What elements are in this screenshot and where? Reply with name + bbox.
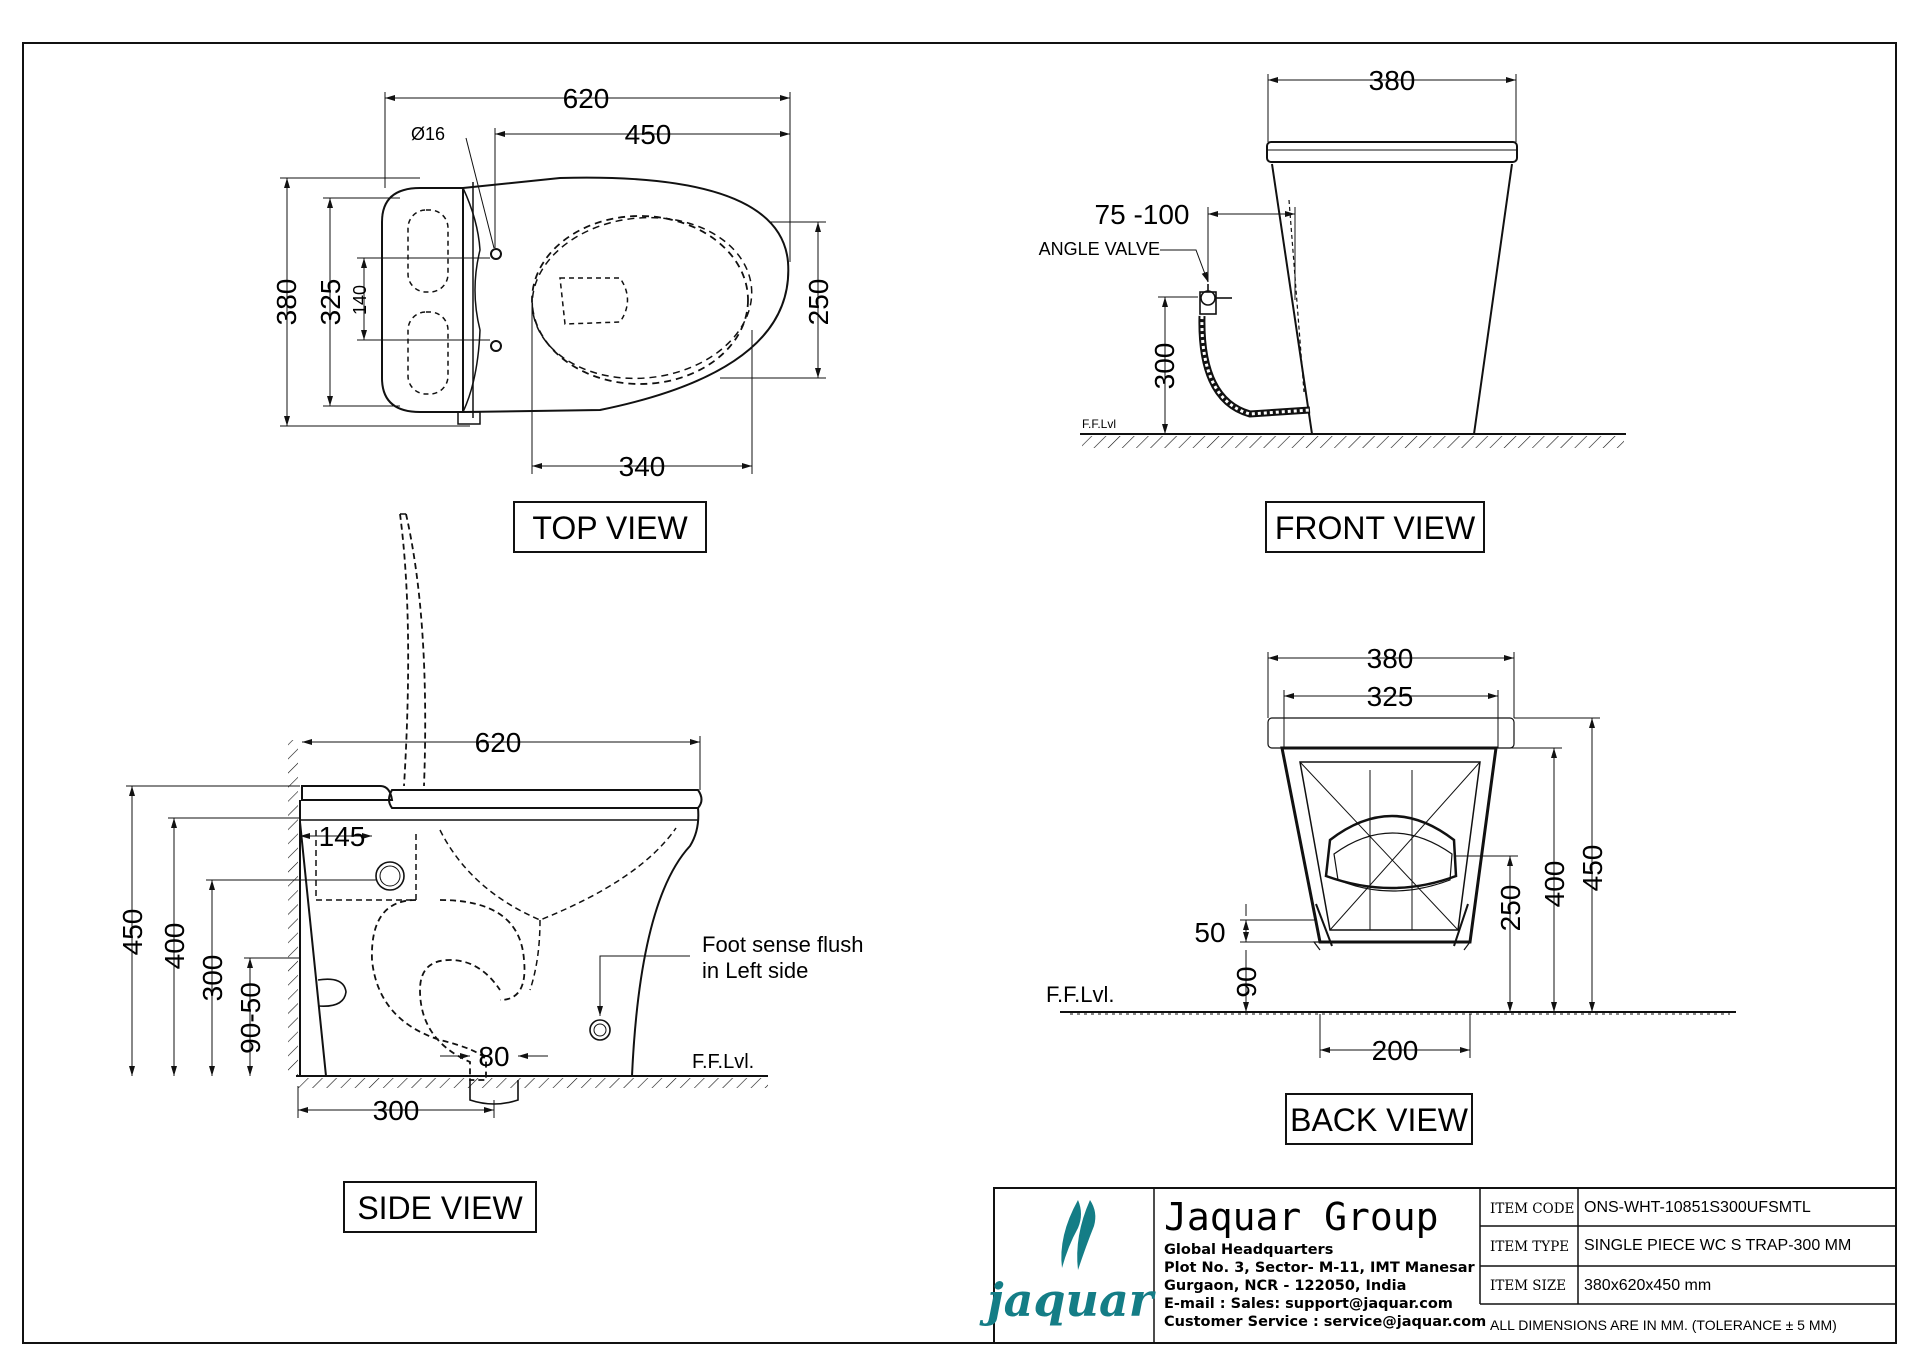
item-code-value: ONS-WHT-10851S300UFSMTL: [1584, 1199, 1811, 1216]
front-view-dimension-labels: 380 75 -100 300 ANGLE VALVE F.F.Lvl: [1039, 65, 1416, 431]
dim-back-base: 200: [1372, 1035, 1419, 1066]
top-view-label: TOP VIEW: [532, 510, 688, 546]
front-view: [1080, 74, 1626, 448]
dim-valve-height: 300: [1149, 343, 1180, 390]
side-view-label-box: SIDE VIEW: [343, 1181, 537, 1233]
sensor-callout-line2: in Left side: [702, 958, 808, 983]
dim-back-h-total: 450: [1577, 845, 1608, 892]
top-view-outline: [381, 187, 464, 413]
dim-side-trap: 300: [373, 1095, 420, 1126]
dim-hole-dia: Ø16: [411, 124, 445, 144]
dim-overall-width: 380: [271, 279, 302, 326]
address-line-1: Global Headquarters: [1164, 1242, 1333, 1258]
front-view-label-box: FRONT VIEW: [1265, 501, 1485, 553]
logo-drop-mark: [1061, 1200, 1081, 1268]
address-line-4: E-mail : Sales: support@jaquar.com: [1164, 1296, 1453, 1312]
top-view: [280, 92, 826, 474]
logo-wordmark: jaquar: [979, 1273, 1157, 1327]
side-floor-label: F.F.Lvl.: [692, 1051, 754, 1073]
top-view-bowl-outline: [462, 176, 790, 413]
dim-side-inlet: 145: [319, 821, 366, 852]
address-line-5: Customer Service : service@jaquar.com: [1164, 1314, 1486, 1330]
back-floor-label: F.F.Lvl.: [1046, 982, 1114, 1007]
dim-valve-offset: 75 -100: [1095, 199, 1190, 230]
side-view-label: SIDE VIEW: [357, 1190, 523, 1226]
dim-side-h-rim: 400: [159, 923, 190, 970]
dim-side-h-total: 450: [117, 909, 148, 956]
dim-back-h-outlet: 250: [1495, 885, 1526, 932]
dim-side-h-mid: 300: [197, 955, 228, 1002]
back-view-label: BACK VIEW: [1290, 1102, 1469, 1138]
dim-side-outlet: 80: [478, 1041, 509, 1072]
back-view-dimension-labels: 380 325 450 400 250 50 90 200 F.F.Lvl.: [1046, 643, 1608, 1066]
dim-overall-length: 620: [563, 83, 610, 114]
item-type-value: SINGLE PIECE WC S TRAP-300 MM: [1584, 1237, 1851, 1254]
side-view-raised-lid: [399, 513, 427, 787]
dim-bowl-length: 340: [619, 451, 666, 482]
item-code-key: ITEM CODE: [1490, 1201, 1574, 1217]
address-line-2: Plot No. 3, Sector- M-11, IMT Manesar: [1164, 1260, 1476, 1276]
sheet-border: [22, 42, 1897, 1344]
front-floor-label: F.F.Lvl: [1082, 417, 1116, 431]
sensor-callout-line1: Foot sense flush: [702, 932, 863, 957]
address-line-3: Gurgaon, NCR - 122050, India: [1164, 1278, 1406, 1294]
back-view-label-box: BACK VIEW: [1285, 1093, 1473, 1145]
dim-back-width-inner: 325: [1367, 681, 1414, 712]
dim-side-h-low: 90-50: [235, 982, 266, 1054]
back-view: [1060, 652, 1736, 1058]
item-size-key: ITEM SIZE: [1490, 1278, 1566, 1294]
tolerance-note: ALL DIMENSIONS ARE IN MM. (TOLERANCE ± 5…: [1490, 1317, 1837, 1333]
side-view: [126, 513, 768, 1118]
item-type-key: ITEM TYPE: [1490, 1239, 1569, 1255]
side-view-dimension-labels: 620 450 400 300 90-50 145 80 300 Foot se…: [117, 727, 863, 1126]
jaquar-logo: jaquar: [979, 1200, 1157, 1327]
item-size-value: 380x620x450 mm: [1584, 1277, 1711, 1294]
angle-valve-callout: ANGLE VALVE: [1039, 239, 1160, 259]
dim-back-h-rim: 400: [1539, 861, 1570, 908]
dim-back-gap: 50: [1194, 917, 1225, 948]
dim-tank-width: 325: [315, 279, 346, 326]
dim-pan-length: 450: [625, 119, 672, 150]
company-name: Jaquar Group: [1164, 1195, 1439, 1239]
dim-back-width-outer: 380: [1367, 643, 1414, 674]
top-view-label-box: TOP VIEW: [513, 501, 707, 553]
front-view-label: FRONT VIEW: [1275, 510, 1476, 546]
dim-bowl-width: 250: [803, 279, 834, 326]
top-view-dimension-labels: 620 450 Ø16 380 325 140 250 340: [271, 83, 834, 482]
dim-hole-spacing: 140: [350, 285, 370, 315]
front-view-hose: [1198, 315, 1311, 418]
title-block: [993, 1187, 1897, 1344]
company-info: Jaquar Group Global Headquarters Plot No…: [1164, 1195, 1486, 1330]
item-table: ITEM CODE ONS-WHT-10851S300UFSMTL ITEM T…: [1490, 1199, 1851, 1333]
dim-side-length: 620: [475, 727, 522, 758]
front-view-body: [1271, 163, 1513, 435]
dim-front-width: 380: [1369, 65, 1416, 96]
dim-back-h90: 90: [1231, 966, 1262, 997]
